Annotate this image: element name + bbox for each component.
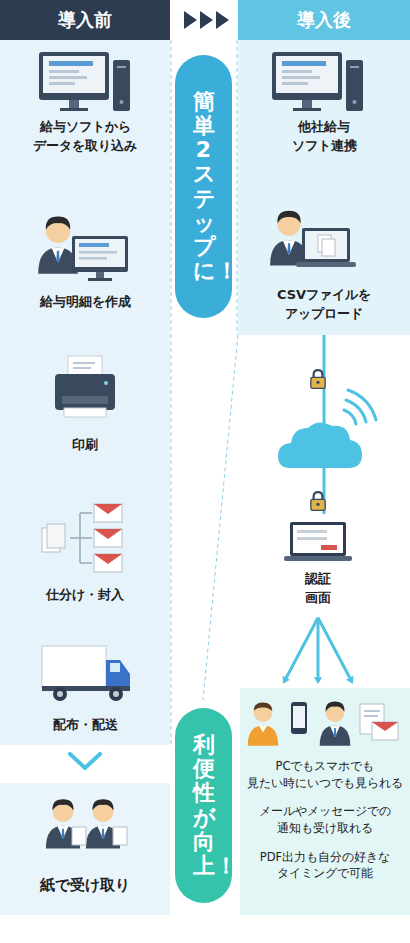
- person-monitor-icon: [38, 217, 128, 281]
- process-step: 印刷: [10, 352, 160, 459]
- process-step: 給与明細を作成: [10, 198, 160, 316]
- paper-panel: [0, 783, 170, 915]
- envelopes-icon: [42, 504, 122, 572]
- summary-pill: 簡単2ステップに！: [175, 55, 232, 318]
- step-label: 印刷: [15, 436, 155, 455]
- lock-icon: [311, 370, 325, 388]
- process-step: 他社給与 ソフト連携: [248, 48, 400, 160]
- step-label: メールやメッセージでの 通知も受け取れる: [242, 803, 408, 836]
- divider-line: [203, 335, 238, 700]
- header-arrows: [184, 11, 229, 29]
- column-header: 導入前: [0, 0, 170, 40]
- step-label: PDF出力も自分の好きな タイミングで可能: [242, 849, 408, 882]
- benefit-panel: [240, 688, 410, 915]
- process-step: 仕分け・封入: [10, 496, 160, 609]
- step-label: 給与明細を作成: [15, 293, 155, 312]
- result-box: 紙で受け取り: [0, 783, 170, 915]
- benefit-icons: [248, 702, 398, 746]
- step-label: 配布・配送: [15, 716, 155, 735]
- step-label: 認証 画面: [298, 570, 338, 608]
- flow-connector: [283, 618, 354, 684]
- header-label: 導入後: [297, 7, 351, 33]
- step-label: 他社給与 ソフト連携: [279, 118, 369, 156]
- process-step: 給与ソフトから データを取り込み: [10, 48, 160, 160]
- computer-icon: [39, 52, 130, 111]
- step-label: 仕分け・封入: [15, 586, 155, 605]
- after-panel: [238, 40, 410, 335]
- step-label: 紙で受け取り: [10, 875, 160, 897]
- summary-pill: 利便性が向上！: [175, 708, 232, 903]
- before-panel: [0, 40, 170, 745]
- flow-connector: [70, 754, 100, 768]
- laptop-icon: [284, 522, 352, 561]
- benefit-box: PCでもスマホでも 見たい時にいつでも見られるメールやメッセージでの 通知も受け…: [240, 688, 410, 915]
- lock-icon: [311, 492, 325, 510]
- step-label: CSVファイルを アップロード: [254, 286, 394, 324]
- step-label: PCでもスマホでも 見たい時にいつでも見られる: [242, 758, 408, 791]
- process-step: 認証 画面: [278, 518, 358, 612]
- process-step: CSVファイルを アップロード: [248, 198, 400, 328]
- printer-icon: [55, 356, 115, 417]
- vertical-label: 簡単2ステップに！: [193, 90, 215, 284]
- step-label: 給与ソフトから データを取り込み: [20, 118, 150, 156]
- divider-line: [237, 40, 238, 335]
- process-step: 配布・配送: [10, 638, 160, 739]
- cloud-icon: [278, 390, 376, 468]
- divider-line: [171, 40, 172, 745]
- header-label: 導入前: [58, 7, 112, 33]
- vertical-label: 利便性が向上！: [193, 733, 215, 878]
- column-header: 導入後: [238, 0, 410, 40]
- truck-icon: [42, 646, 130, 701]
- person-laptop-icon: [270, 211, 356, 267]
- computer-icon: [272, 52, 363, 111]
- people-paper-icon: [46, 799, 127, 848]
